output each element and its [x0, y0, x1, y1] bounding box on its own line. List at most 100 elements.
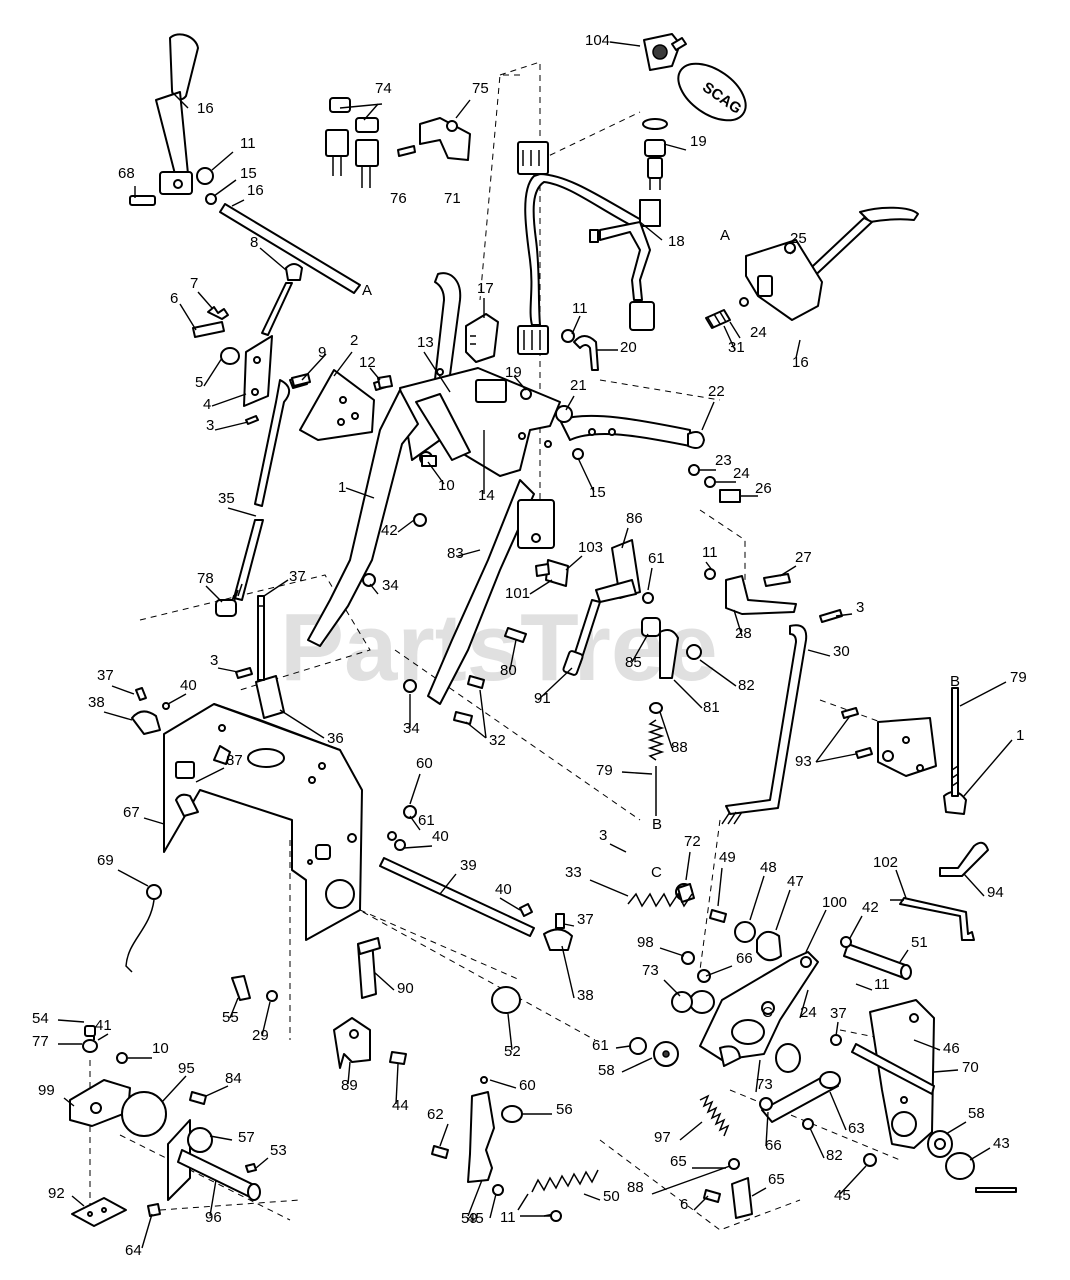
callout-79: 79 [1010, 669, 1027, 686]
spring-50 [517, 1169, 599, 1222]
shaft-39 [379, 805, 573, 951]
callout-46: 46 [943, 1040, 960, 1057]
callout-91: 91 [534, 690, 551, 707]
callout-C: C [651, 864, 662, 881]
callout-49: 49 [719, 849, 736, 866]
callout-16: 16 [197, 100, 214, 117]
callout-42: 42 [862, 899, 879, 916]
rod-102 [890, 897, 975, 941]
callout-30: 30 [833, 643, 850, 660]
link-63 [759, 1034, 842, 1130]
callout-92: 92 [48, 1185, 65, 1202]
control-lever-16-right [705, 206, 919, 329]
callout-70: 70 [962, 1059, 979, 1076]
callout-79: 79 [596, 762, 613, 779]
callout-51: 51 [911, 934, 928, 951]
callout-38: 38 [577, 987, 594, 1004]
callout-95: 95 [178, 1060, 195, 1077]
callout-36: 36 [327, 730, 344, 747]
callout-28: 28 [735, 625, 752, 642]
callout-5: 5 [195, 374, 203, 391]
callout-66: 66 [736, 950, 753, 967]
callout-21: 21 [570, 377, 587, 394]
callout-4: 4 [203, 396, 211, 413]
spring-79 [647, 702, 665, 816]
callout-2: 2 [350, 332, 358, 349]
cable-69 [125, 884, 162, 973]
callout-19: 19 [505, 364, 522, 381]
callout-42: 42 [381, 522, 398, 539]
watermark-text: PartsTree [280, 594, 718, 701]
callout-11: 11 [572, 300, 588, 317]
callout-44: 44 [392, 1097, 409, 1114]
callout-39: 39 [460, 857, 477, 874]
callout-58: 58 [598, 1062, 615, 1079]
callout-56: 56 [556, 1101, 573, 1118]
plate-92 [71, 1197, 161, 1227]
callout-40: 40 [180, 677, 197, 694]
callout-41: 41 [95, 1017, 112, 1034]
callout-88: 88 [627, 1179, 644, 1196]
callout-11: 11 [702, 544, 718, 561]
callout-45: 45 [467, 1210, 484, 1227]
callout-77: 77 [32, 1033, 49, 1050]
bolts-cluster-mid [362, 573, 527, 725]
callout-53: 53 [270, 1142, 287, 1159]
callout-24: 24 [800, 1004, 817, 1021]
callout-A: A [720, 227, 730, 244]
leader-lines [57, 41, 1013, 1249]
callout-19: 19 [690, 133, 707, 150]
callout-40: 40 [432, 828, 449, 845]
callout-22: 22 [708, 383, 725, 400]
callout-75: 75 [472, 80, 489, 97]
callout-33: 33 [565, 864, 582, 881]
hardware-98-66-73 [671, 951, 711, 1013]
switch-17 [465, 313, 741, 503]
callout-65: 65 [670, 1153, 687, 1170]
shaft-96 [167, 1119, 261, 1201]
callout-71: 71 [444, 190, 461, 207]
callout-66: 66 [765, 1137, 782, 1154]
callout-58: 58 [968, 1105, 985, 1122]
washer-52 [491, 986, 521, 1014]
callout-1: 1 [1016, 727, 1024, 744]
callout-60: 60 [519, 1077, 536, 1094]
callout-87: 87 [226, 752, 243, 769]
callout-6: 6 [170, 290, 178, 307]
clip-20 [561, 329, 599, 371]
callout-37: 37 [577, 911, 594, 928]
callout-15: 15 [589, 484, 606, 501]
bracket-90 [357, 937, 381, 999]
callout-54: 54 [32, 1010, 49, 1027]
callout-76: 76 [390, 190, 407, 207]
callout-89: 89 [341, 1077, 358, 1094]
callout-34: 34 [403, 720, 420, 737]
callout-45: 45 [834, 1187, 851, 1204]
callout-59: 59 [461, 1210, 478, 1227]
plate-95 [121, 1091, 207, 1137]
bracket-89 [333, 1017, 407, 1069]
shaft-51 [840, 936, 912, 980]
callout-8: 8 [250, 234, 258, 251]
callout-18: 18 [668, 233, 685, 250]
callout-81: 81 [703, 699, 720, 716]
callout-B: B [950, 673, 960, 690]
callout-104: 104 [585, 32, 610, 49]
callout-47: 47 [787, 873, 804, 890]
callout-88: 88 [671, 739, 688, 756]
callout-24: 24 [750, 324, 767, 341]
callout-72: 72 [684, 833, 701, 850]
callout-90: 90 [397, 980, 414, 997]
callout-32: 32 [489, 732, 506, 749]
callout-37: 37 [289, 568, 306, 585]
callout-6: 6 [680, 1196, 688, 1213]
callout-C: C [762, 1004, 773, 1021]
callout-97: 97 [654, 1129, 671, 1146]
callout-80: 80 [500, 662, 517, 679]
callout-63: 63 [848, 1120, 865, 1137]
callout-101: 101 [505, 585, 530, 602]
callout-82: 82 [738, 677, 755, 694]
hardware-cluster-upper [291, 373, 437, 527]
